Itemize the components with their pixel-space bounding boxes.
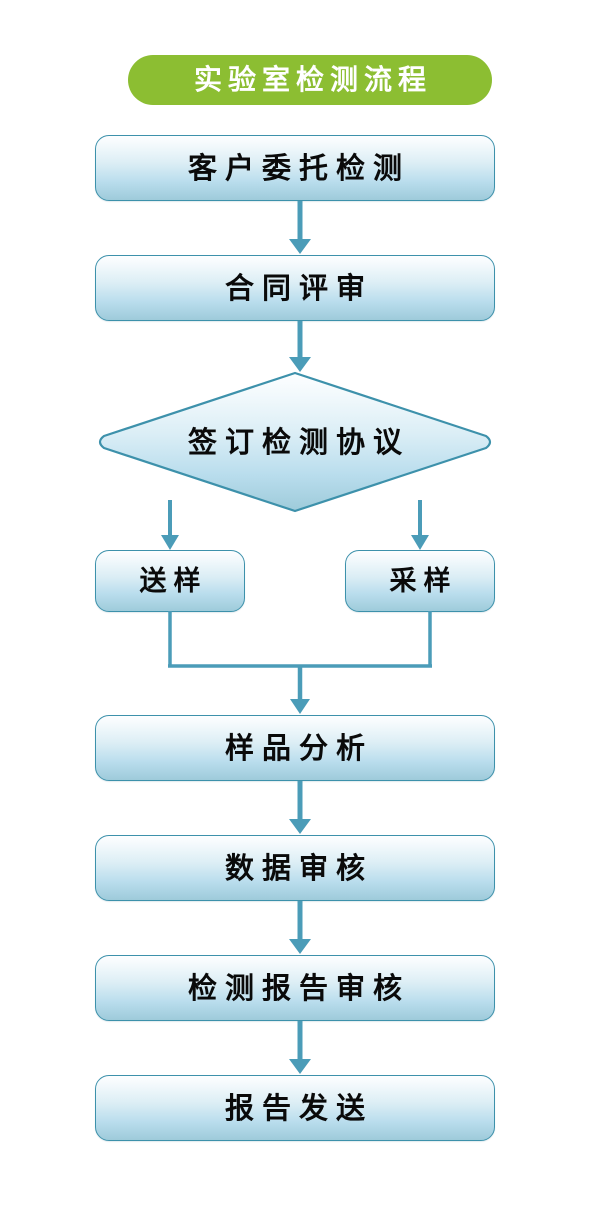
node-label: 签订检测协议 <box>187 424 410 459</box>
node-label: 检测报告审核 <box>187 970 410 1005</box>
connector-n7-to-n8 <box>283 901 317 955</box>
connector-branch-merge-to-n6 <box>155 611 445 716</box>
node-sample-analysis[interactable]: 样品分析 <box>95 715 495 781</box>
node-label: 合同评审 <box>224 270 373 305</box>
node-report-dispatch[interactable]: 报告发送 <box>95 1075 495 1141</box>
node-label: 客户委托检测 <box>187 150 410 185</box>
connector-n3-to-n5 <box>405 500 435 552</box>
node-sign-testing-agreement[interactable]: 签订检测协议 <box>95 370 495 514</box>
node-customer-commission[interactable]: 客户委托检测 <box>95 135 495 201</box>
node-label: 采样 <box>389 565 458 597</box>
connector-n1-to-n2 <box>283 201 317 255</box>
node-test-report-review[interactable]: 检测报告审核 <box>95 955 495 1021</box>
connector-n2-to-n3 <box>283 321 317 373</box>
connector-n6-to-n7 <box>283 781 317 835</box>
node-label: 样品分析 <box>224 730 373 765</box>
flowchart-title-banner: 实验室检测流程 <box>128 55 492 105</box>
connector-n8-to-n9 <box>283 1021 317 1075</box>
node-label: 报告发送 <box>224 1090 373 1125</box>
node-sampling[interactable]: 采样 <box>345 550 495 612</box>
node-contract-review[interactable]: 合同评审 <box>95 255 495 321</box>
node-label: 送样 <box>139 565 208 597</box>
node-data-review[interactable]: 数据审核 <box>95 835 495 901</box>
page-title: 实验室检测流程 <box>193 63 432 96</box>
connector-n3-to-n4 <box>155 500 185 552</box>
node-label: 数据审核 <box>224 850 373 885</box>
node-sample-delivery[interactable]: 送样 <box>95 550 245 612</box>
